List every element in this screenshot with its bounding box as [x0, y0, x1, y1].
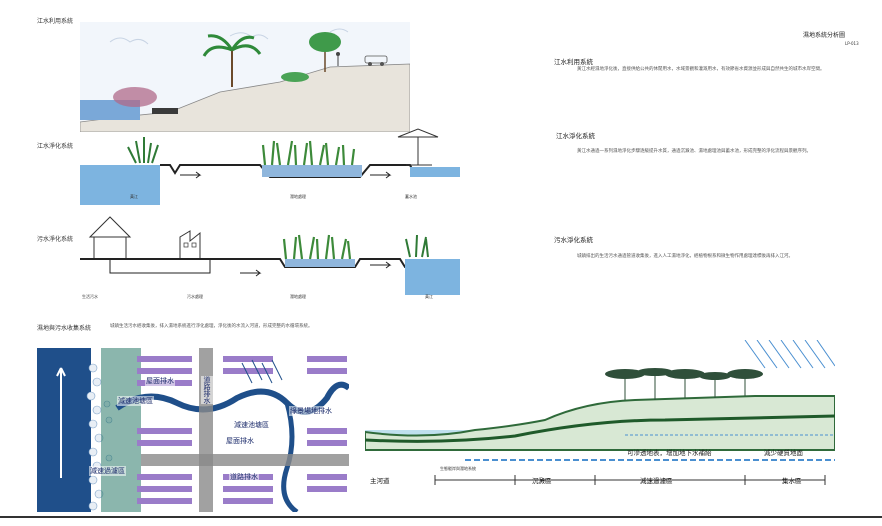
label-eco-bank: 生態駁岸與濕地系統 [440, 466, 476, 471]
rain-arrow-icon [744, 340, 835, 369]
section-title-sewage: 污水淨化系統 [37, 236, 74, 243]
river-purify-section-diagram [80, 128, 460, 205]
tree-canopy [605, 368, 763, 380]
house-icon [88, 216, 132, 260]
label-slowdown-filter: 減速過濾區 [89, 466, 126, 476]
tree-icon [309, 32, 341, 72]
bottom-border [0, 516, 882, 518]
palm-tree-icon [202, 34, 262, 87]
flower-bed [113, 87, 157, 107]
caption-river: 黃江 [130, 194, 138, 199]
axis-main-channel: 主河道 [370, 477, 390, 485]
label-reduce-hard: 減少硬質地面 [764, 449, 803, 457]
note-title-river-use: 江水利用系統 [554, 58, 593, 66]
label-roof-drainage-2: 屋面排水 [225, 436, 255, 446]
axis-catchment: 集水區 [782, 477, 802, 485]
up-arrow-icon [56, 367, 66, 478]
reed-center [282, 234, 352, 260]
label-slowdown-pond: 減速池塘區 [117, 396, 154, 406]
reed-right [405, 234, 429, 258]
zone-axis [434, 475, 826, 485]
sewage-section-diagram [80, 216, 460, 295]
flow-arrow-icon [180, 171, 392, 179]
axis-sediment: 沉澱區 [532, 477, 552, 485]
label-greenfield-drainage: 綠景場地排水 [289, 406, 333, 416]
outlet-pipe [152, 108, 178, 114]
section-title-river-purify: 江水淨化系統 [37, 143, 74, 150]
profile-section-diagram [365, 340, 835, 461]
label-road-drainage: 道路排水 [229, 472, 259, 482]
flow-arrow-icon [370, 261, 392, 269]
reed-center [261, 140, 356, 166]
label-infiltrate: 可滲透地表，增加地下水補給 [627, 449, 712, 457]
label-roof-drainage: 屋面排水 [145, 376, 175, 386]
terrain-layer [365, 414, 835, 443]
note-text-river-purify: 黃江水通過一系列濕地淨化步驟逐級提升水質，通過沉澱池、濕地處理池與蓄水池，形成完… [577, 149, 811, 154]
stream-meander [115, 381, 349, 415]
caption-domestic-sewage: 生活污水 [82, 294, 98, 299]
note-title-river-purify: 江水淨化系統 [556, 132, 595, 140]
flow-arrow-icon [240, 269, 262, 277]
caption-wetland-treatment: 濕地處理 [290, 294, 306, 299]
note-title-sewage: 污水淨化系統 [554, 236, 593, 244]
river-right [405, 259, 460, 295]
plan-diagram: 減速池塘區 屋面排水 道路排水 綠景場地排水 減速池塘區 屋面排水 減速過濾區 … [37, 348, 349, 512]
wetland-pool [262, 165, 362, 177]
factory-icon [179, 230, 201, 259]
car-icon [364, 55, 388, 66]
caption-wetland: 濕地處理 [290, 194, 306, 199]
stream-branch [281, 402, 299, 512]
reed-left [127, 137, 159, 164]
axis-ticks [434, 475, 826, 485]
section-title-river-use: 江水利用系統 [37, 18, 74, 25]
road-horizontal [141, 454, 349, 466]
label-road-drainage-vertical: 道路排水 [201, 376, 213, 404]
page-title: 濕地系統分析圖 [803, 32, 846, 39]
sewage-pipe [109, 259, 211, 274]
caption-river: 黃江 [425, 294, 433, 299]
note-text-sewage: 城鎮排出的生活污水通過管道收集後，進入人工濕地淨化，經植物根系和微生物作用處理達… [577, 254, 793, 259]
axis-slowdown-filter: 減速過濾區 [640, 477, 673, 485]
ground-line [80, 258, 460, 268]
storage-pond [410, 167, 460, 177]
pavilion-icon [397, 128, 439, 166]
section-text-collection: 城鎮生活污水經收集後，排入濕地系統進行淨化處理，淨化後的水流入河道，形成完整的水… [110, 324, 313, 329]
note-text-river-use: 黃江水經濕地淨化後，直接供給公共的休閒用水，水域景觀和灌溉用水，有效節省水資源並… [577, 67, 825, 72]
water-left [80, 165, 160, 205]
road-vertical [199, 348, 213, 512]
wetland-pool [285, 259, 355, 267]
caption-sewage-treatment: 污水處理 [187, 294, 203, 299]
plan-drawing [37, 348, 349, 512]
caption-storage: 蓄水池 [405, 194, 417, 199]
shrub-shape [281, 72, 309, 82]
building-blocks [137, 356, 347, 504]
section-title-collection: 濕地與污水收集系統 [37, 325, 92, 332]
tree-trunks [624, 376, 746, 400]
page-code: LP-013 [845, 41, 859, 46]
river-use-section-diagram [80, 22, 410, 132]
rain-arrow-icon [241, 359, 283, 384]
wetland-band [101, 348, 141, 512]
label-slowdown-pond-2: 減速池塘區 [233, 420, 270, 430]
person-icon [336, 52, 340, 66]
